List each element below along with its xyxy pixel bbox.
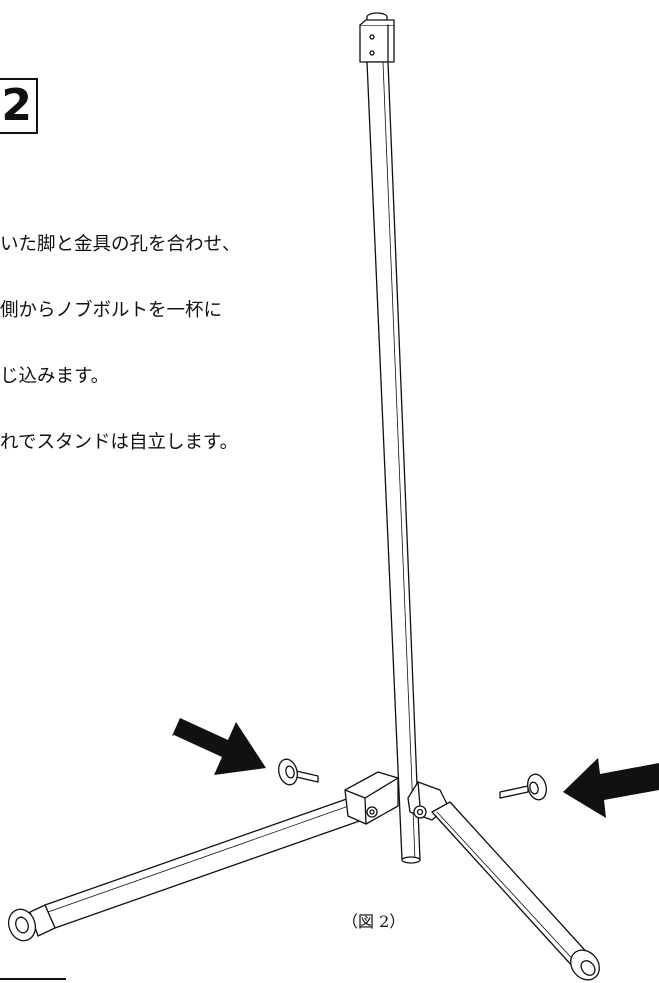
step-number: 2: [1, 80, 32, 131]
vertical-pole: [366, 61, 421, 864]
figure-caption: （図 2）: [342, 912, 406, 931]
instruction-line: じ込みます。: [0, 366, 110, 387]
instruction-line: 側からノブボルトを一杯に: [0, 300, 223, 321]
bottom-rule: [0, 978, 66, 980]
instruction-text: いた脚と金具の孔を合わせ、 側からノブボルトを一杯に じ込みます。 れでスタンド…: [0, 190, 241, 476]
left-leg: [7, 794, 369, 942]
right-arrow: [563, 758, 659, 818]
pole-top-bracket: [359, 19, 395, 63]
left-knob-bolt: [278, 758, 319, 786]
left-arrow: [172, 718, 266, 775]
instruction-line: いた脚と金具の孔を合わせ、: [0, 234, 241, 255]
step-number-box: 2: [0, 78, 38, 134]
instruction-line: れでスタンドは自立します。: [0, 432, 239, 453]
right-leg: [431, 801, 600, 981]
left-hinge-bracket: [344, 771, 399, 825]
right-knob-bolt: [499, 773, 547, 801]
